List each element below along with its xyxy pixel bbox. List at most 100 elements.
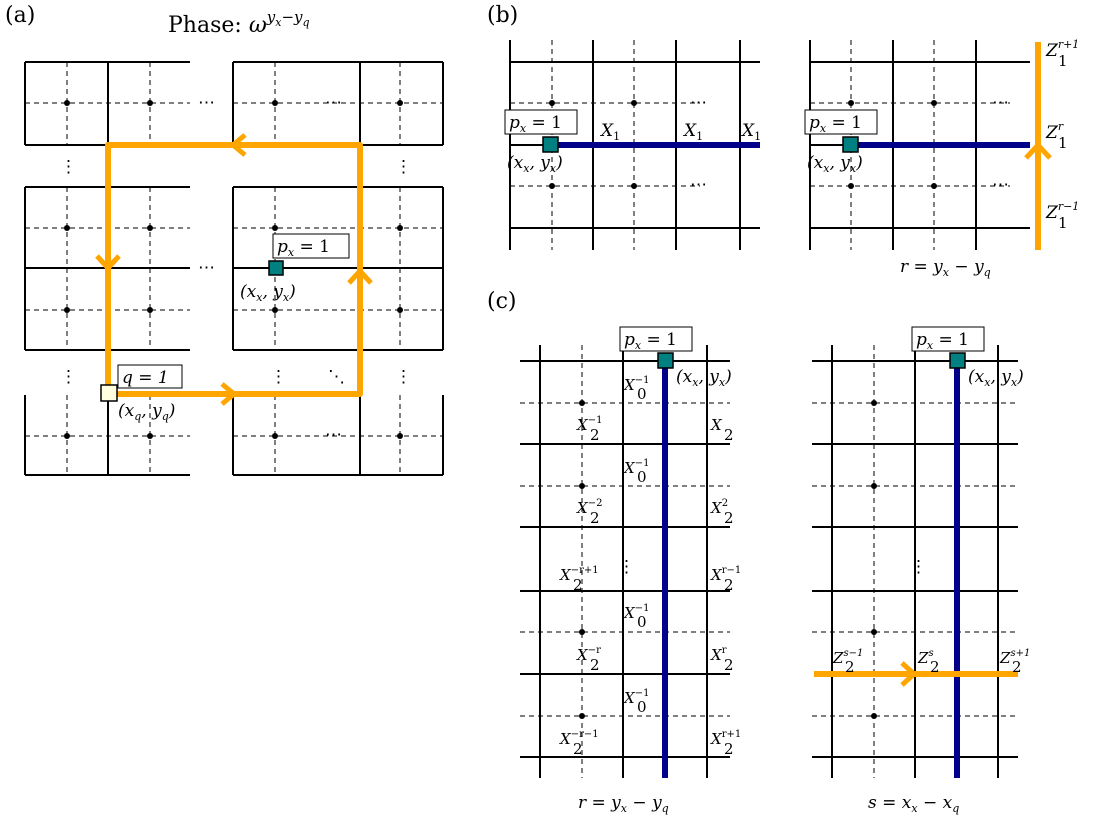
q-label-box [117, 364, 183, 389]
x1-label: X1 [599, 121, 620, 143]
z-arrow [1024, 141, 1052, 160]
loop-arrow-down [95, 254, 121, 272]
px-label-box [272, 233, 350, 259]
q-label: q = 1 [122, 368, 169, 388]
grid-block-bl [24, 395, 190, 476]
px-coord: (xx, yx) [968, 367, 1024, 389]
panel-c-letter: (c) [487, 289, 517, 314]
x2-right-label: Xr+1 [710, 729, 741, 748]
q-coord: (xq, yq) [118, 401, 175, 423]
x2-right-label: Xr [710, 645, 727, 664]
panel-b: (b) ⋯ ⋯ px = 1 (xx, yx) X1 X1 X1 ⋯ ⋯ [487, 3, 1079, 279]
z2-sub: 2 [930, 658, 940, 676]
ellipsis-v: ⋮ [910, 557, 927, 577]
x0-label: X−1 [623, 688, 649, 707]
ellipsis-h: ⋯ [992, 175, 1009, 195]
px-marker [268, 260, 284, 276]
px-coord: (xx, yx) [807, 153, 863, 175]
panel-b-letter: (b) [487, 3, 518, 28]
x2-right-label: X2 [710, 498, 728, 517]
z2-label: Zs+1 [999, 648, 1030, 667]
grid-block-tl [24, 61, 190, 146]
ellipsis-v: ⋮ [395, 367, 412, 387]
z-label-mid-sub: 1 [1058, 134, 1068, 152]
ellipsis-v: ⋮ [395, 157, 412, 177]
px-label: px = 1 [809, 113, 862, 135]
x2-sub: 2 [590, 509, 600, 527]
ellipsis-v: ⋮ [270, 367, 287, 387]
x2-right-label: X [710, 416, 723, 434]
ellipsis-v: ⋮ [60, 367, 77, 387]
x2-left-label: X−r−1 [559, 729, 599, 748]
ellipsis-h: ⋯ [325, 425, 342, 445]
x2-left-label: X−2 [576, 498, 602, 517]
x2-sub: 2 [724, 426, 734, 444]
px-marker [842, 136, 859, 153]
z-label-bot: Zr−1 [1045, 200, 1079, 223]
x2-sub: 2 [724, 509, 734, 527]
ellipsis-v: ⋮ [60, 157, 77, 177]
px-marker [949, 352, 966, 369]
q-marker [100, 384, 118, 402]
px-label: px = 1 [916, 330, 969, 352]
x2-sub: 2 [590, 426, 600, 444]
x2-sub: 2 [724, 656, 734, 674]
r-equation: r = yx − yq [900, 257, 991, 279]
z-label-bot-sub: 1 [1058, 214, 1068, 232]
x2-left-label: X−r+1 [559, 565, 599, 584]
z2-label: Zs [917, 648, 934, 667]
panel-a-title: Phase: ωyx−yq [168, 8, 310, 38]
panel-c-left-grid: ⋮ [520, 345, 730, 778]
px-label: px = 1 [509, 113, 562, 135]
x2-sub: 2 [724, 740, 734, 758]
x2-left-label: X−r [576, 645, 601, 664]
ellipsis-h: ⋯ [198, 258, 215, 278]
px-label-box [504, 109, 578, 135]
panel-c: (c) ⋮ px = 1 (xx, yx) X−1 0 X−1 0 X−1 0 … [487, 289, 1030, 815]
panel-c-right-grid: ⋮ [812, 345, 1018, 778]
loop-arrow-left [229, 133, 247, 157]
x2-sub: 2 [573, 576, 583, 594]
px-label: px = 1 [624, 330, 677, 352]
z-label-mid: Zr [1045, 120, 1064, 143]
x2-right-label: Xr−1 [710, 565, 741, 584]
px-label-box [911, 326, 985, 352]
ellipsis-v: ⋮ [618, 557, 635, 577]
x1-label: X1 [682, 121, 703, 143]
x0-sub: 0 [637, 698, 647, 716]
z2-label: Zs−1 [832, 648, 863, 667]
px-label-box [619, 326, 693, 352]
x2-left-label: X−1 [576, 415, 602, 434]
x0-sub: 0 [637, 468, 647, 486]
x1-label: X1 [740, 121, 761, 143]
ellipsis-h: ⋯ [992, 93, 1009, 113]
x0-sub: 0 [637, 385, 647, 403]
r-equation: r = yx − yq [578, 793, 669, 815]
ellipsis-h: ⋯ [690, 175, 707, 195]
px-marker [542, 136, 559, 153]
z-arrow [900, 661, 918, 687]
s-equation: s = xx − xq [868, 793, 959, 815]
loop-arrow-up [347, 267, 373, 285]
ellipsis-h: ⋯ [198, 93, 215, 113]
px-coord: (xx, yx) [240, 282, 296, 304]
grid-block-mr [232, 186, 444, 351]
x0-sub: 0 [637, 613, 647, 631]
z2-sub: 2 [845, 658, 855, 676]
px-coord: (xx, yx) [507, 153, 563, 175]
grid-block-br [232, 395, 444, 476]
px-label-box [804, 109, 878, 135]
orange-loop [105, 142, 363, 397]
x2-sub: 2 [590, 656, 600, 674]
ellipsis-h: ⋯ [325, 93, 342, 113]
x0-label: X−1 [623, 603, 649, 622]
ellipsis-d: ⋱ [328, 367, 345, 387]
z2-sub: 2 [1012, 658, 1022, 676]
panel-a-letter: (a) [5, 3, 35, 28]
z-label-top-sub: 1 [1058, 52, 1068, 70]
z-label-top: Zr+1 [1045, 38, 1079, 61]
px-coord: (xx, yx) [676, 367, 732, 389]
x2-sub: 2 [573, 740, 583, 758]
px-label: px = 1 [277, 237, 330, 259]
